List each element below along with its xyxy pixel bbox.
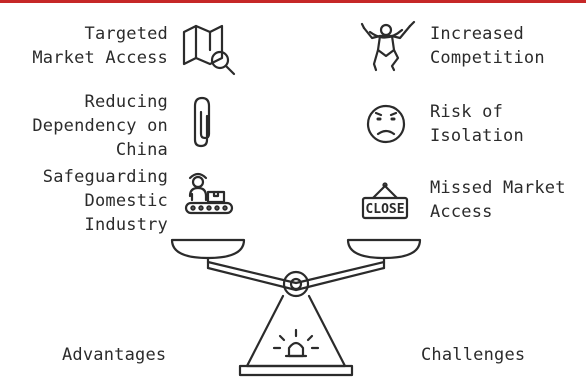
- top-accent-bar: [0, 0, 586, 3]
- challenge-1-text: Increased Competition: [430, 22, 545, 70]
- factory-worker-icon: [184, 172, 234, 215]
- advantages-label: Advantages: [62, 345, 167, 365]
- challenges-label: Challenges: [421, 345, 526, 365]
- challenge-1-line2: Competition: [430, 48, 545, 68]
- closed-sign-icon: CLOSE: [361, 182, 409, 220]
- advantage-2-line3: China: [115, 140, 168, 160]
- challenge-3-line2: Access: [430, 202, 493, 222]
- advantage-1-text: Targeted Market Access: [32, 22, 168, 70]
- challenge-3-text: Missed Market Access: [430, 176, 566, 224]
- challenge-2-line1: Risk of: [430, 102, 504, 122]
- challenge-2-text: Risk of Isolation: [430, 100, 524, 148]
- challenge-3-line1: Missed Market: [430, 178, 566, 198]
- advantage-3-text: Safeguarding Domestic Industry: [43, 165, 168, 237]
- advantage-3-line2: Domestic: [84, 191, 168, 211]
- advantage-2-text: Reducing Dependency on China: [32, 90, 168, 162]
- closed-sign-text: CLOSE: [365, 202, 404, 217]
- map-search-icon: [182, 24, 236, 76]
- challenge-1-line1: Increased: [430, 24, 524, 44]
- competition-figure-icon: [360, 20, 416, 72]
- paperclip-icon: [193, 96, 211, 148]
- advantage-3-line3: Industry: [84, 215, 168, 235]
- advantage-2-line1: Reducing: [84, 92, 168, 112]
- advantage-2-line2: Dependency on: [32, 116, 168, 136]
- worried-face-icon: [366, 104, 406, 144]
- advantage-3-line1: Safeguarding: [42, 167, 168, 187]
- advantage-1-line1: Targeted: [84, 24, 168, 44]
- challenge-2-line2: Isolation: [430, 126, 524, 146]
- balance-scale-icon: [170, 238, 422, 377]
- advantage-1-line2: Market Access: [32, 48, 168, 68]
